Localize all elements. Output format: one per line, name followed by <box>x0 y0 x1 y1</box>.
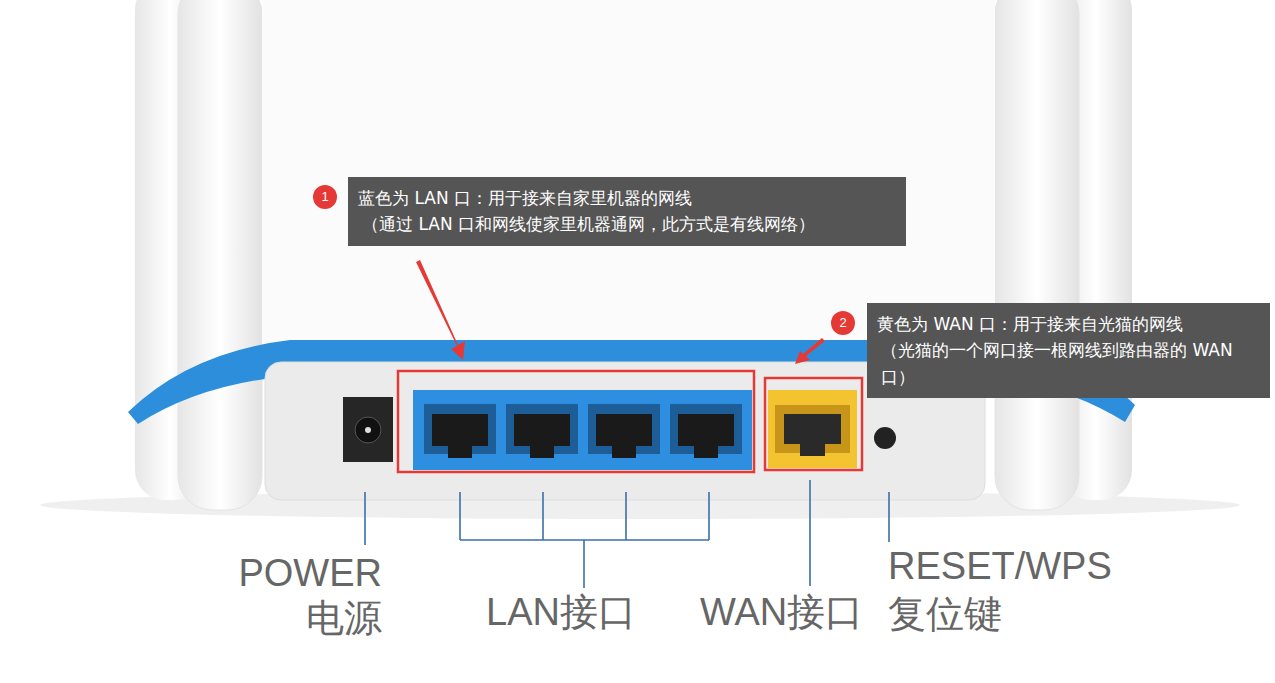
power-jack <box>343 397 393 462</box>
callout-note: （光猫的一个网口接一根网线到路由器的 WAN 口） <box>877 337 1260 390</box>
reset-button <box>874 427 896 449</box>
antenna <box>178 0 262 510</box>
antenna <box>995 0 1079 510</box>
leader-lines <box>365 480 889 588</box>
callout-heading: 蓝色为 LAN 口：用于接来自家里机器的网线 <box>358 185 896 211</box>
lan-block <box>413 390 752 470</box>
part-name: WAN接口 <box>700 592 863 634</box>
part-name: LAN接口 <box>486 592 636 634</box>
callout-number: 1 <box>313 185 337 209</box>
router-body <box>262 0 995 345</box>
callout-heading: 黄色为 WAN 口：用于接来自光猫的网线 <box>877 311 1260 337</box>
wan-port-clip <box>800 444 825 456</box>
lan-highlight <box>398 371 754 472</box>
callout-arrow <box>416 260 465 360</box>
callout-box: 蓝色为 LAN 口：用于接来自家里机器的网线（通过 LAN 口和网线使家里机器通… <box>348 177 906 246</box>
callout-note: （通过 LAN 口和网线使家里机器通网，此方式是有线网络） <box>358 211 896 237</box>
callout-circle <box>831 311 855 335</box>
part-name: RESET/WPS <box>888 546 1112 588</box>
callout-circle <box>313 185 337 209</box>
part-name: POWER <box>238 553 382 595</box>
part-name: 电源 <box>306 598 382 640</box>
lan-ports <box>424 404 742 458</box>
part-name: 复位键 <box>888 594 1002 636</box>
callout-number: 2 <box>831 311 855 335</box>
callout-box: 黄色为 WAN 口：用于接来自光猫的网线（光猫的一个网口接一根网线到路由器的 W… <box>867 303 1270 398</box>
wan-highlight <box>765 378 862 470</box>
wan-port-hole <box>784 414 841 444</box>
power-pin <box>365 427 371 433</box>
power-jack-hole <box>355 417 381 443</box>
wan-block <box>768 390 857 468</box>
callout-arrow <box>795 338 825 364</box>
